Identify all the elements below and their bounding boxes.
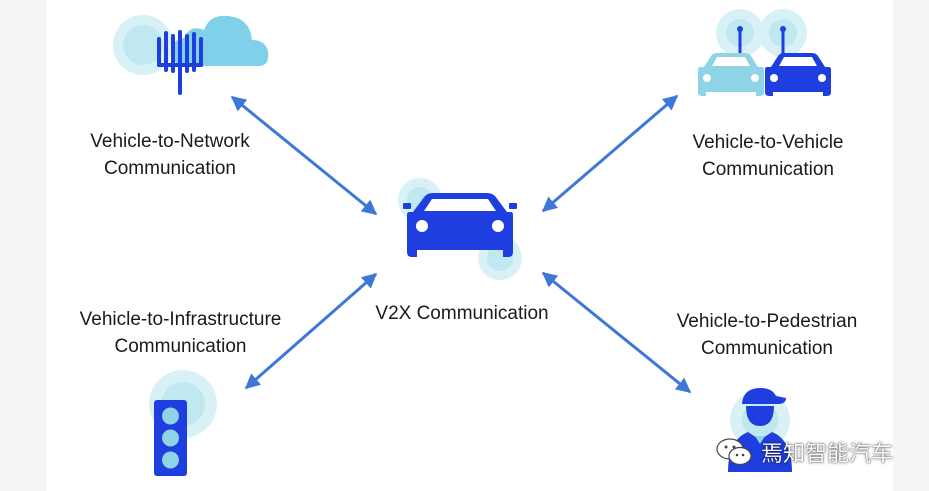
right-margin <box>893 0 929 491</box>
two-cars-icon <box>698 9 831 96</box>
watermark: 焉知智能汽车 <box>715 435 893 469</box>
cell-tower-cloud-icon <box>113 15 269 95</box>
watermark-text: 焉知智能汽车 <box>761 442 894 467</box>
label-vehicle-to-network: Vehicle-to-Network Communication <box>90 131 250 179</box>
wechat-icon <box>716 438 752 466</box>
label-vehicle-to-infrastructure: Vehicle-to-Infrastructure Communication <box>79 309 282 357</box>
arrow-v2n <box>230 95 378 216</box>
label-vehicle-to-vehicle: Vehicle-to-Vehicle Communication <box>692 132 844 180</box>
label-vehicle-to-pedestrian: Vehicle-to-Pedestrian Communication <box>676 311 858 359</box>
arrow-v2p <box>541 271 692 394</box>
label-v2x-communication: V2X Communication <box>375 303 549 324</box>
arrow-v2i <box>244 272 378 390</box>
center-car-icon <box>398 178 522 280</box>
arrow-v2v <box>541 94 679 213</box>
left-margin <box>0 0 46 491</box>
traffic-light-icon <box>149 370 217 476</box>
